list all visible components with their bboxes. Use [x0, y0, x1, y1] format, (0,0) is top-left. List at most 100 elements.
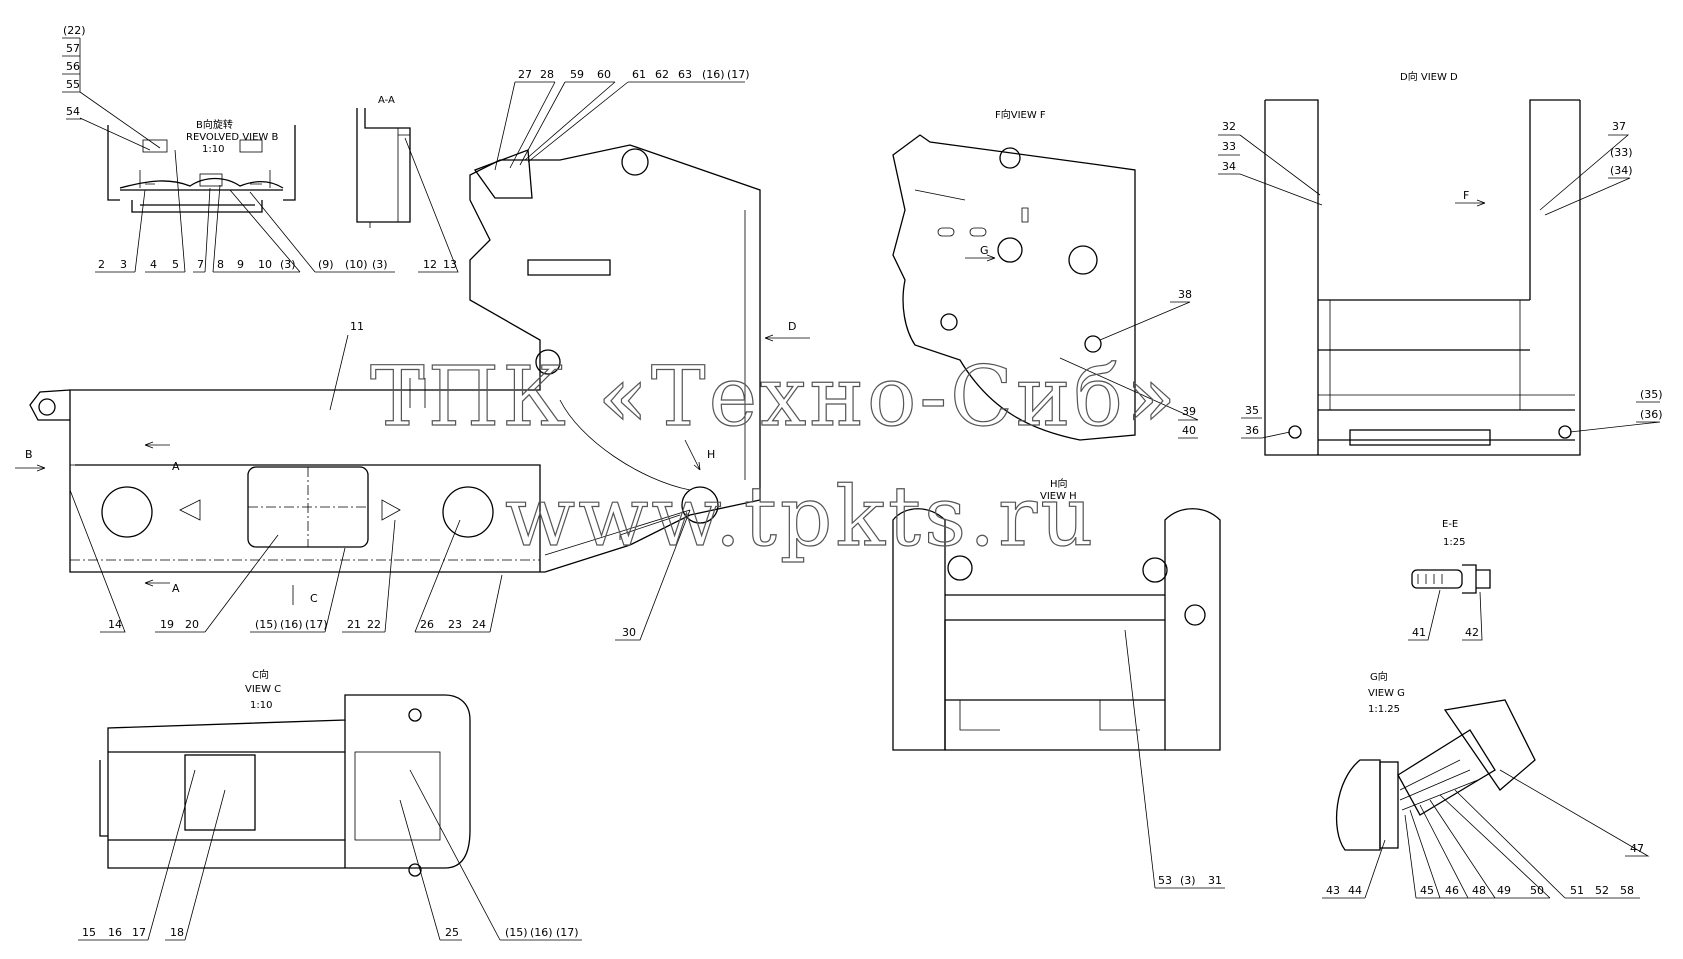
- callout-label: 50: [1530, 884, 1544, 897]
- callout-label: 56: [66, 60, 80, 73]
- callout-label: 47: [1630, 842, 1644, 855]
- section-ee-scale: 1:25: [1443, 537, 1465, 548]
- arrow-g-label: G: [980, 244, 989, 257]
- callout-label: 25: [445, 926, 459, 939]
- callout-label: (15): [255, 618, 278, 631]
- view-g: G向 VIEW G 1:1.25 43 44 45 46 48 49 50 51…: [1322, 670, 1650, 899]
- callout-label: 16: [108, 926, 122, 939]
- view-g-title: G向: [1370, 670, 1388, 683]
- view-c: C向 VIEW C 1:10 15 16 17 18 25 (15) (16) …: [78, 668, 582, 941]
- callout-label: 46: [1445, 884, 1459, 897]
- callout-label: 44: [1348, 884, 1362, 897]
- callout-label: 8: [217, 258, 224, 271]
- watermark-company: ТПК «Техно-Сиб»: [370, 350, 1179, 445]
- callout-label: 38: [1178, 288, 1192, 301]
- arrow-f-label: F: [1463, 189, 1469, 202]
- callout-label: 54: [66, 105, 80, 118]
- callout-label: 15: [82, 926, 96, 939]
- callout-label: 53: [1158, 874, 1172, 887]
- arrow-b-label: B: [25, 448, 33, 461]
- main-frame-view: A A B C D H: [15, 144, 810, 605]
- callout-label: 28: [540, 68, 554, 81]
- callout-label: (34): [1610, 164, 1633, 177]
- callout-label: 30: [622, 626, 636, 639]
- callout-label: 59: [570, 68, 584, 81]
- callout-row-main: 14 19 20 (15) (16) (17) 21 22 26 23 24 3…: [69, 489, 691, 641]
- callout-label: (16): [530, 926, 553, 939]
- callout-label: (3): [280, 258, 296, 271]
- callout-label: 34: [1222, 160, 1236, 173]
- callout-label: 22: [367, 618, 381, 631]
- callout-label: 27: [518, 68, 532, 81]
- callout-label: 40: [1182, 424, 1196, 437]
- callout-label: 26: [420, 618, 434, 631]
- callout-label: 48: [1472, 884, 1486, 897]
- callout-label: 61: [632, 68, 646, 81]
- watermark-url: www.tpkts.ru: [505, 470, 1096, 565]
- view-c-scale: 1:10: [250, 700, 272, 711]
- callout-label: 10: [258, 258, 272, 271]
- callout-label: 24: [472, 618, 486, 631]
- view-g-subtitle: VIEW G: [1368, 688, 1405, 699]
- callout-label: (17): [556, 926, 579, 939]
- view-d-title: D向 VIEW D: [1400, 70, 1458, 83]
- watermark: ТПК «Техно-Сиб» www.tpkts.ru: [369, 349, 1179, 565]
- callout-label: 2: [98, 258, 105, 271]
- revolved-view-b: B向旋转 REVOLVED VIEW B 1:10: [107, 118, 296, 213]
- section-a-a: A-A 12 13: [356, 95, 459, 273]
- callout-label: 5: [172, 258, 179, 271]
- view-d: D向 VIEW D F 32 33 34 37 (33) (34) 35 36 …: [1218, 70, 1663, 456]
- callout-label: (35): [1640, 388, 1663, 401]
- callout-label: 41: [1412, 626, 1426, 639]
- callout-label: (9): [318, 258, 334, 271]
- view-c-subtitle: VIEW C: [245, 684, 281, 695]
- callout-label: 31: [1208, 874, 1222, 887]
- callout-stack-left: (22) 57 56 55 54: [62, 24, 161, 151]
- arrow-a-top-label: A: [172, 460, 180, 473]
- callout-label: 18: [170, 926, 184, 939]
- section-aa-title: A-A: [378, 95, 395, 106]
- callout-label: (3): [372, 258, 388, 271]
- callout-row-top: 27 28 59 60 61 62 63 (16) (17): [473, 68, 750, 199]
- callout-label: 11: [350, 320, 364, 333]
- callout-label: 7: [197, 258, 204, 271]
- callout-label: 55: [66, 78, 80, 91]
- callout-label: 32: [1222, 120, 1236, 133]
- callout-label: 42: [1465, 626, 1479, 639]
- callout-label: 37: [1612, 120, 1626, 133]
- callout-label: 49: [1497, 884, 1511, 897]
- callout-label: 36: [1245, 424, 1259, 437]
- callout-label: 58: [1620, 884, 1634, 897]
- callout-label: (3): [1180, 874, 1196, 887]
- callout-label: 23: [448, 618, 462, 631]
- callout-label: 3: [120, 258, 127, 271]
- callout-label: 33: [1222, 140, 1236, 153]
- section-e-e: E-E 1:25 41 42: [1408, 519, 1491, 641]
- callout-label: 60: [597, 68, 611, 81]
- callout-label: 19: [160, 618, 174, 631]
- view-b-scale: 1:10: [202, 144, 224, 155]
- callout-label: 20: [185, 618, 199, 631]
- callout-label: 14: [108, 618, 122, 631]
- arrow-c-label: C: [310, 592, 318, 605]
- callout-11: 11: [329, 320, 364, 411]
- section-ee-title: E-E: [1442, 519, 1458, 530]
- callout-label: (16): [702, 68, 725, 81]
- view-h-subtitle: VIEW H: [1040, 491, 1077, 502]
- view-f-title: F向VIEW F: [995, 108, 1046, 121]
- callout-label: 17: [132, 926, 146, 939]
- callout-label: 35: [1245, 404, 1259, 417]
- callout-label: 4: [150, 258, 157, 271]
- view-b-subtitle: REVOLVED VIEW B: [186, 132, 278, 143]
- view-h: H向 VIEW H 53 (3) 31: [892, 477, 1225, 889]
- callout-label: (22): [63, 24, 86, 37]
- callout-label: (17): [305, 618, 328, 631]
- callout-label: (36): [1640, 408, 1663, 421]
- callout-label: (33): [1610, 146, 1633, 159]
- callout-row-view-b: 2 3 4 5 7 8 9 10 (3) (9) (10) (3): [95, 149, 395, 273]
- callout-label: 62: [655, 68, 669, 81]
- callout-label: 9: [237, 258, 244, 271]
- callout-label: 45: [1420, 884, 1434, 897]
- view-c-title: C向: [252, 668, 269, 681]
